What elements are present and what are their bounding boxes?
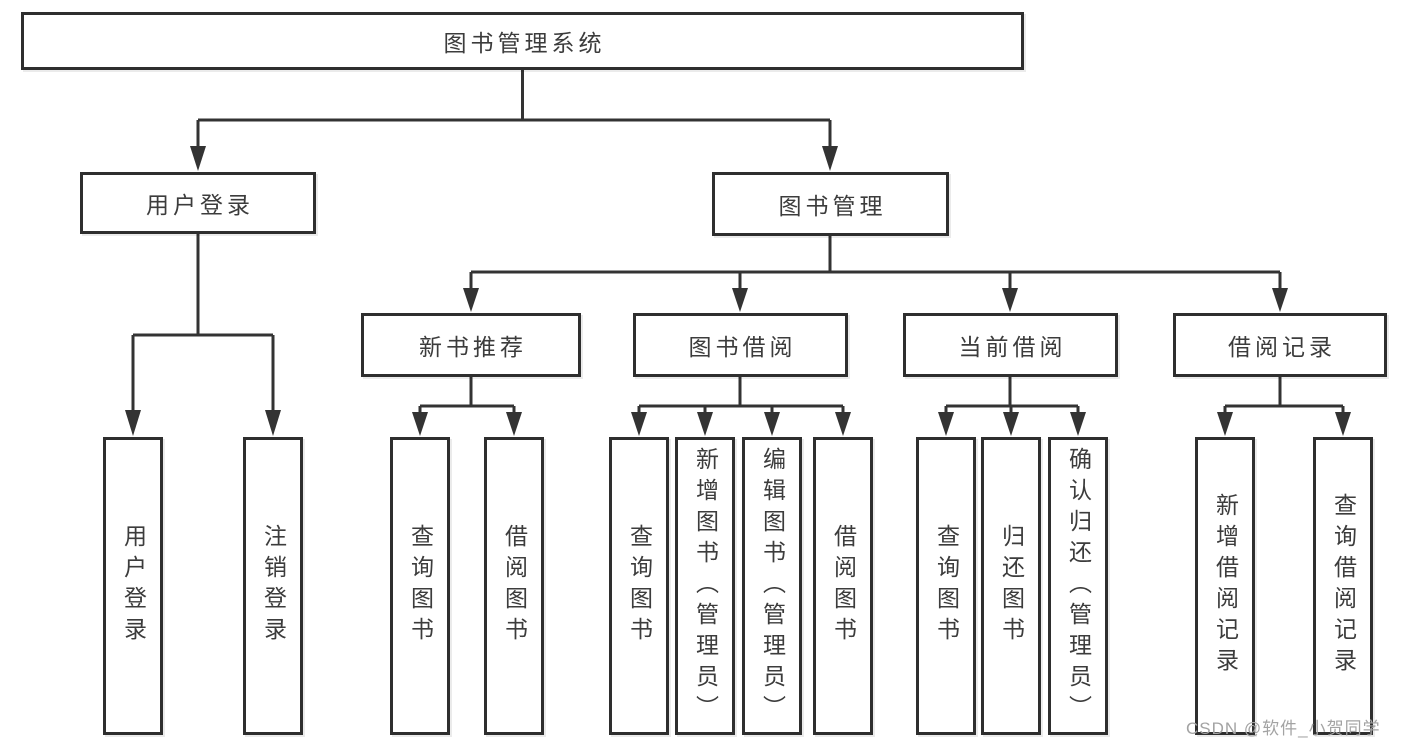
leaf-user-login-label: 用户登录: [120, 524, 147, 648]
connector-newrec-to-leaves: [412, 377, 522, 436]
leaf-borrow-books: 借阅图书: [813, 437, 873, 735]
leaf-query-books-recommend: 查询图书: [390, 437, 450, 735]
connector-login-to-leaves: [125, 234, 281, 436]
leaf-borrow-books-recommend-label: 借阅图书: [501, 524, 528, 648]
node-book-borrowing: 图书借阅: [633, 313, 848, 377]
leaf-return-books-label: 归还图书: [998, 524, 1025, 648]
leaf-logout-label: 注销登录: [260, 524, 287, 648]
leaf-borrow-books-recommend: 借阅图书: [484, 437, 544, 735]
leaf-query-books-recommend-label: 查询图书: [407, 524, 434, 648]
leaf-borrow-books-label: 借阅图书: [830, 524, 857, 648]
leaf-query-borrow-record-label: 查询借阅记录: [1330, 493, 1357, 679]
leaf-edit-books-admin-label: 编辑图书（管理员）: [759, 446, 786, 726]
leaf-user-login: 用户登录: [103, 437, 163, 735]
connector-borrow-to-leaves: [631, 377, 851, 436]
node-root-system: 图书管理系统: [21, 12, 1024, 70]
leaf-return-books: 归还图书: [981, 437, 1041, 735]
leaf-edit-books-admin: 编辑图书（管理员）: [742, 437, 802, 735]
leaf-logout: 注销登录: [243, 437, 303, 735]
connector-records-to-leaves: [1217, 377, 1351, 436]
leaf-query-books-current: 查询图书: [916, 437, 976, 735]
node-user-login: 用户登录: [80, 172, 316, 234]
node-current-borrowing: 当前借阅: [903, 313, 1118, 377]
leaf-add-borrow-record-label: 新增借阅记录: [1212, 493, 1239, 679]
leaf-add-borrow-record: 新增借阅记录: [1195, 437, 1255, 735]
leaf-query-books-current-label: 查询图书: [933, 524, 960, 648]
csdn-watermark: CSDN @软件_小贺同学: [1186, 719, 1381, 738]
leaf-confirm-return-admin: 确认归还（管理员）: [1048, 437, 1108, 735]
leaf-query-borrow-record: 查询借阅记录: [1313, 437, 1373, 735]
leaf-confirm-return-admin-label: 确认归还（管理员）: [1065, 446, 1092, 726]
leaf-query-books-borrowing-label: 查询图书: [626, 524, 653, 648]
leaf-add-books-admin-label: 新增图书（管理员）: [692, 446, 719, 726]
connector-root-to-branches: [190, 70, 838, 171]
node-borrowing-records: 借阅记录: [1173, 313, 1387, 377]
node-new-book-recommend: 新书推荐: [361, 313, 581, 377]
connector-current-to-leaves: [938, 377, 1086, 436]
leaf-query-books-borrowing: 查询图书: [609, 437, 669, 735]
connector-mgmt-to-modules: [463, 236, 1288, 312]
node-book-management: 图书管理: [712, 172, 949, 236]
leaf-add-books-admin: 新增图书（管理员）: [675, 437, 735, 735]
